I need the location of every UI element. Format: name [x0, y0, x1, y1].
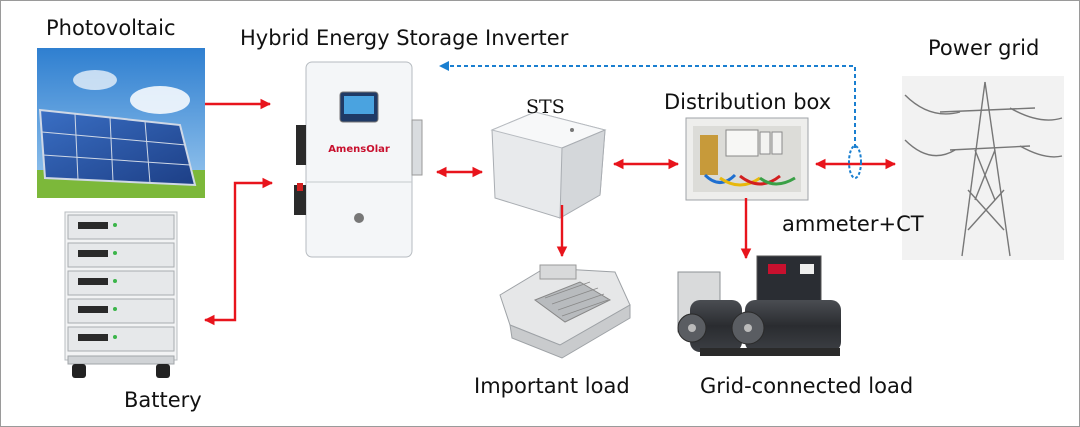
label-important-load: Important load — [474, 374, 630, 398]
ammeter-comm-line — [439, 61, 862, 179]
sts-box-image — [490, 111, 607, 219]
label-inverter: Hybrid Energy Storage Inverter — [240, 26, 569, 50]
arrow-battery-inverter — [203, 177, 274, 326]
label-ammeter-ct: ammeter+CT — [782, 212, 924, 236]
ct-clamp-icon — [848, 145, 862, 179]
label-distribution-box: Distribution box — [664, 90, 832, 114]
hybrid-inverter-image — [294, 61, 423, 258]
label-photovoltaic: Photovoltaic — [46, 16, 176, 40]
inverter-brand-logo: AmensOlar — [328, 144, 390, 155]
power-grid-tower-image — [902, 76, 1064, 260]
power-flow-arrows — [203, 98, 897, 326]
grid-load-motors-image — [677, 255, 841, 356]
label-power-grid: Power grid — [928, 36, 1040, 60]
distribution-box-image — [685, 117, 809, 201]
air-conditioner-image — [499, 264, 631, 359]
label-grid-connected-load: Grid-connected load — [700, 374, 914, 398]
label-battery: Battery — [124, 388, 202, 412]
battery-stack-image — [64, 211, 178, 378]
photovoltaic-panel-image — [37, 48, 205, 198]
label-sts: STS — [526, 96, 565, 118]
